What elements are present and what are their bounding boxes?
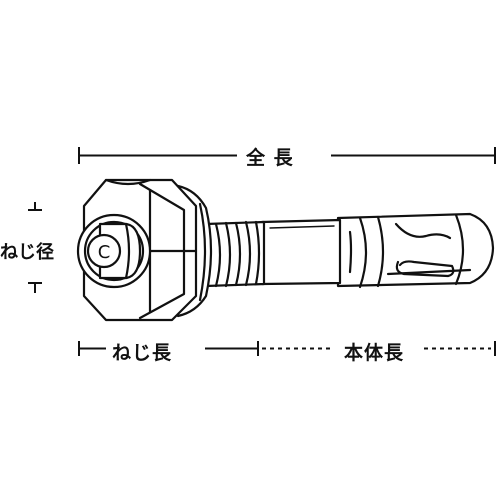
thread-section [204,220,266,288]
body-length-label: 本体長 [344,338,405,365]
anchor-bolt-illustration: C [76,178,495,322]
total-length-label: 全 長 [246,143,294,170]
hex-nut-icon: C [76,178,198,322]
expansion-sleeve [336,212,495,289]
thread-diameter-dimension [28,202,42,293]
thread-length-label: ねじ長 [112,338,173,365]
end-letter: C [98,242,111,263]
bolt-shaft [260,218,342,286]
total-length-dimension [78,147,496,164]
length-split-dimension [78,341,496,356]
thread-diameter-label: ねじ径 [0,238,54,264]
